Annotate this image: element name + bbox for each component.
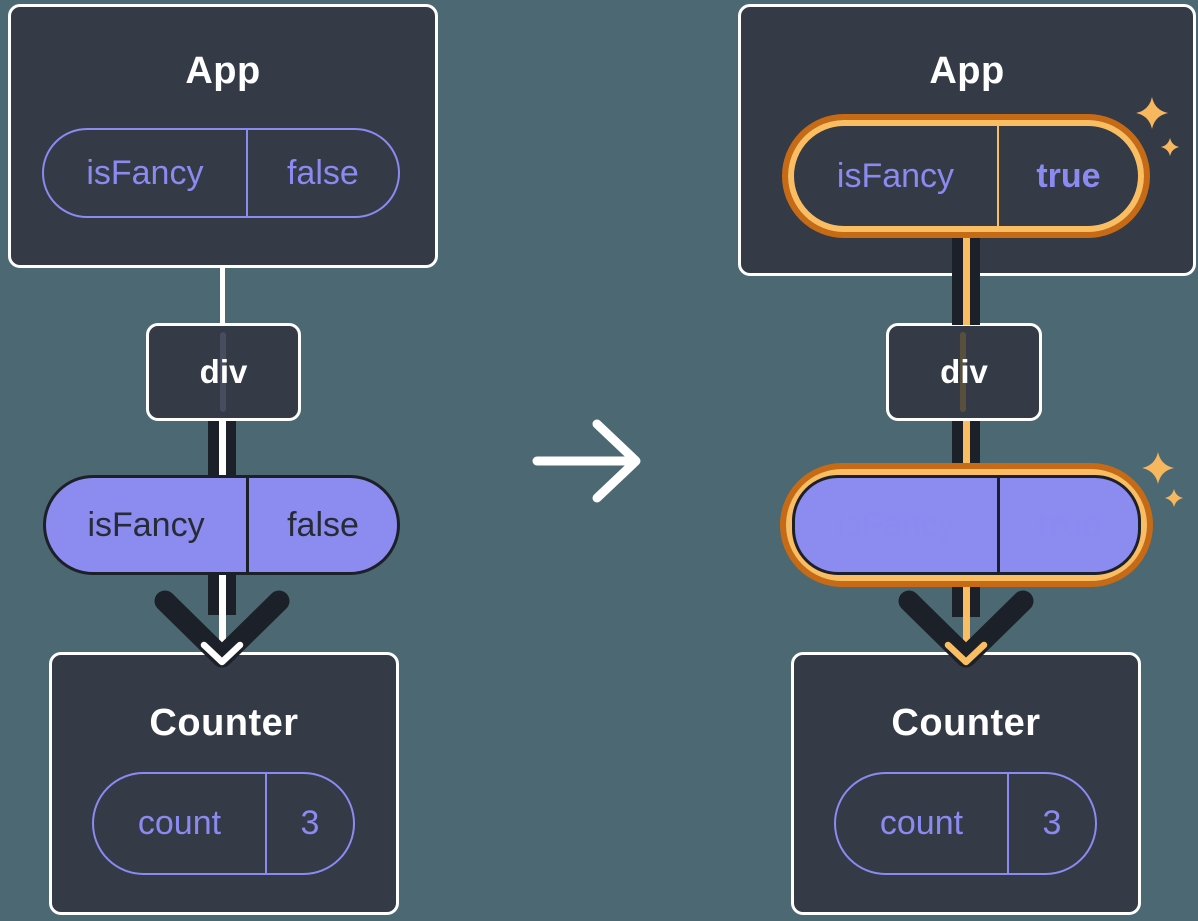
prop-flow-core-line (219, 575, 226, 661)
prop-value: false (246, 478, 397, 572)
div-node-box: div (146, 323, 301, 421)
highlight-ring: isFancy true (788, 120, 1144, 232)
counter-state-pill: count 3 (92, 772, 355, 875)
state-name: isFancy (86, 153, 204, 192)
prop-flow-core-line (963, 587, 970, 661)
highlighted-passed-prop-pill: isFancy true (780, 463, 1153, 587)
state-value: 3 (264, 774, 353, 873)
highlight-ring: isFancy true (786, 469, 1147, 581)
prop-name: isFancy (87, 505, 205, 544)
tree-edge-app-div (220, 266, 225, 324)
counter-component-box (791, 652, 1141, 915)
counter-component-title: Counter (891, 702, 1041, 744)
sparkles-icon (1142, 452, 1184, 508)
passed-prop-pill: isFancy false (43, 475, 400, 575)
prop-flow-cable (952, 237, 980, 325)
prop-name: isFancy (837, 505, 955, 544)
div-node-label: div (940, 353, 988, 390)
state-name: count (879, 804, 964, 842)
counter-component-box (49, 652, 399, 915)
counter-state-pill: count 3 (834, 772, 1097, 875)
prop-flow-core (962, 237, 970, 325)
arrow-down-icon (898, 590, 1034, 668)
prop-flow-cable (952, 421, 980, 469)
prop-flow-core (218, 421, 226, 477)
prop-flow-ghost-line (960, 332, 966, 412)
prop-flow-core (962, 421, 970, 469)
prop-value: true (997, 478, 1138, 572)
state-value: 3 (1006, 774, 1095, 873)
arrow-down-icon (154, 590, 290, 668)
sparkles-icon (1136, 97, 1180, 157)
arrow-right-icon (532, 419, 641, 503)
app-component-title: App (929, 50, 1005, 92)
state-name: count (137, 804, 222, 842)
counter-component-title: Counter (149, 702, 299, 744)
prop-flow-ghost-line (220, 332, 226, 412)
state-value: false (245, 130, 398, 216)
app-state-pill: isFancy false (42, 128, 400, 218)
state-value: true (996, 126, 1138, 226)
app-component-title: App (185, 50, 261, 92)
div-node-label: div (199, 353, 248, 390)
div-node-box: div (886, 323, 1042, 421)
state-name: isFancy (836, 156, 955, 195)
highlighted-state-pill: isFancy true (782, 114, 1150, 238)
prop-flow-cable (208, 421, 236, 477)
